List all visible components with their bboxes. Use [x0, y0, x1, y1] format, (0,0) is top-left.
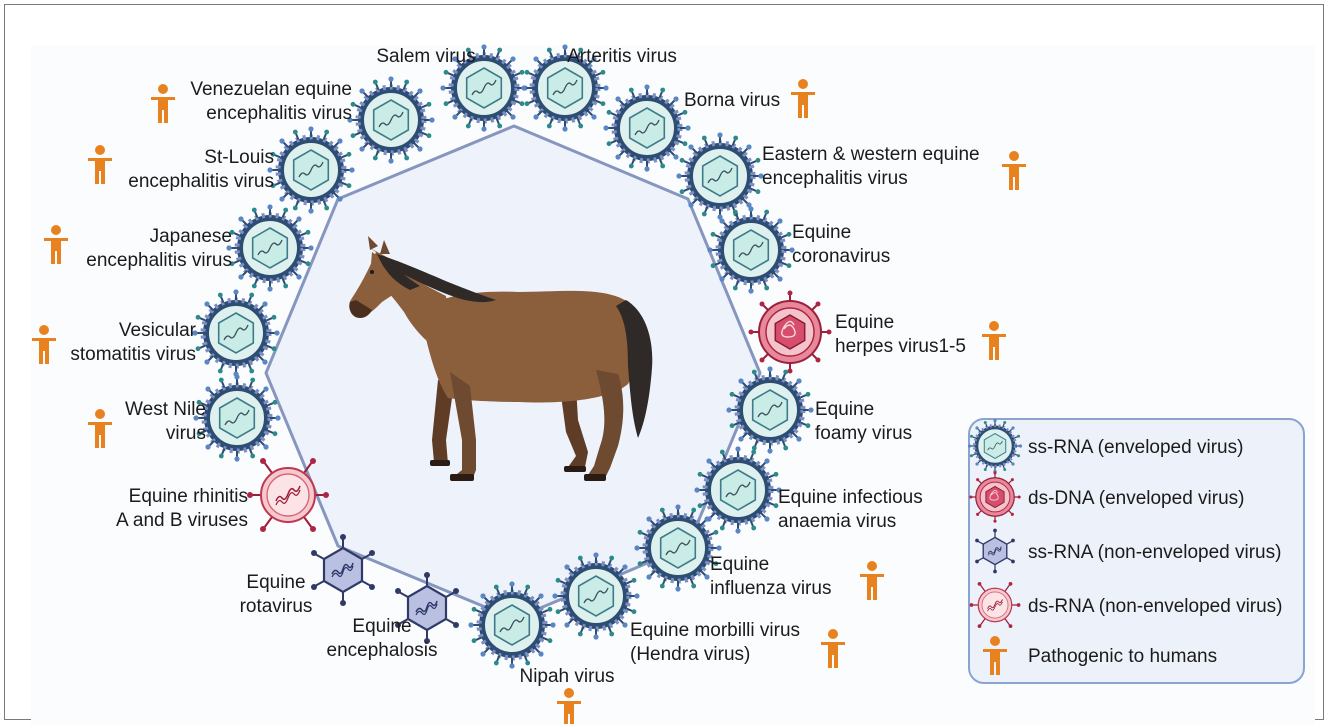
virus-label: West Nile virus: [125, 399, 206, 444]
virus-label: Equine foamy virus: [815, 399, 912, 444]
virus-west-nile: West Nile virus: [88, 374, 281, 461]
virus-label-line: foamy virus: [815, 423, 912, 444]
virus-label: Equine coronavirus: [792, 222, 890, 267]
virus-label-line: Equine: [246, 572, 305, 593]
virus-label: Equine herpes virus1-5: [835, 312, 966, 357]
virus-label-line: Venezuelan equine: [190, 79, 352, 100]
human-pathogen-icon: [1002, 151, 1026, 190]
virus-label: Salem virus: [376, 46, 475, 67]
human-pathogen-icon: [88, 145, 112, 184]
virus-label: Borna virus: [684, 90, 780, 111]
virus-label-line: West Nile: [125, 399, 206, 420]
virus-label: Nipah virus: [519, 666, 614, 687]
virus-label: Equine rhinitis A and B viruses: [116, 486, 248, 531]
human-pathogen-icon: [860, 561, 884, 600]
human-pathogen-icon: [88, 409, 112, 448]
virus-jev: Japanese encephalitis virus: [44, 204, 314, 291]
virus-label: Equine influenza virus: [710, 554, 831, 599]
legend-box: [968, 418, 1305, 684]
virus-label-line: Salem virus: [376, 46, 475, 67]
virus-label-line: Nipah virus: [519, 666, 614, 687]
virus-label-line: coronavirus: [792, 246, 890, 267]
virus-particle-icon: [726, 366, 813, 453]
virus-eee-wee: Eastern & western equine encephalitis vir…: [676, 132, 1026, 219]
virus-label-line: Arteritis virus: [567, 46, 677, 67]
virus-label-line: Borna virus: [684, 90, 780, 111]
virus-label-line: encephalosis: [327, 640, 438, 661]
virus-label: Equine infectious anaemia virus: [778, 487, 923, 532]
virus-particle-icon: [192, 289, 279, 376]
virus-label-line: (Hendra virus): [630, 644, 750, 665]
human-pathogen-icon: [791, 79, 815, 118]
virus-label-line: Vesicular: [119, 320, 197, 341]
virus-label: Equine morbilli virus (Hendra virus): [630, 620, 800, 665]
virus-label-line: Equine: [710, 554, 769, 575]
virus-label-line: virus: [166, 423, 206, 444]
virus-label-line: encephalitis virus: [762, 168, 908, 189]
virus-label-line: Equine: [792, 222, 851, 243]
virus-label: Vesicular stomatitis virus: [70, 320, 196, 365]
human-pathogen-icon: [821, 629, 845, 668]
human-pathogen-icon: [982, 321, 1006, 360]
human-pathogen-icon: [32, 325, 56, 364]
virus-label-line: influenza virus: [710, 578, 831, 599]
human-pathogen-icon: [557, 688, 581, 724]
virus-particle-icon: [634, 504, 721, 591]
virus-particle-icon: [267, 126, 354, 213]
virus-label-line: stomatitis virus: [70, 344, 196, 365]
virus-label-line: Equine rhinitis: [129, 486, 248, 507]
virus-label-line: Equine: [835, 312, 894, 333]
virus-label: Arteritis virus: [567, 46, 677, 67]
virus-label: St-Louis encephalitis virus: [128, 147, 274, 192]
virus-corona: Equine coronavirus: [707, 206, 890, 293]
virus-particle-icon: [749, 291, 832, 374]
virus-vsv: Vesicular stomatitis virus: [32, 289, 280, 376]
virus-label: Eastern & western equine encephalitis vir…: [762, 144, 980, 189]
virus-particle-icon: [707, 206, 794, 293]
virus-particle-icon: [468, 581, 555, 668]
virus-particle-icon: [347, 76, 434, 163]
virus-label-line: encephalitis virus: [86, 250, 232, 271]
virus-particle-icon: [193, 374, 280, 461]
virus-label-line: A and B viruses: [116, 510, 248, 531]
virus-label-line: Equine: [352, 616, 411, 637]
virus-label: Venezuelan equine encephalitis virus: [190, 79, 352, 124]
human-pathogen-icon: [44, 225, 68, 264]
virus-label-line: Equine morbilli virus: [630, 620, 800, 641]
virus-slev: St-Louis encephalitis virus: [88, 126, 355, 213]
virus-label-line: Equine: [815, 399, 874, 420]
virus-label-line: Eastern & western equine: [762, 144, 980, 165]
virus-rhinitis: Equine rhinitis A and B viruses: [116, 458, 329, 532]
virus-label-line: herpes virus1-5: [835, 336, 966, 357]
virus-label: Japanese encephalitis virus: [86, 226, 232, 271]
virus-label-line: anaemia virus: [778, 511, 896, 532]
virus-label-line: Japanese: [150, 226, 232, 247]
virus-label-line: rotavirus: [240, 596, 313, 617]
virus-label-line: encephalitis virus: [128, 171, 274, 192]
virus-label: Equine rotavirus: [240, 572, 313, 617]
virus-label-line: Equine infectious: [778, 487, 923, 508]
virus-particle-icon: [603, 84, 690, 171]
virus-eia: Equine infectious anaemia virus: [694, 446, 922, 533]
virus-label-line: St-Louis: [204, 147, 274, 168]
virus-particle-icon: [226, 204, 313, 291]
human-pathogen-icon: [151, 84, 175, 123]
virus-label-line: encephalitis virus: [206, 103, 352, 124]
virus-herpes: Equine herpes virus1-5: [749, 291, 1007, 374]
virus-particle-icon: [552, 552, 639, 639]
